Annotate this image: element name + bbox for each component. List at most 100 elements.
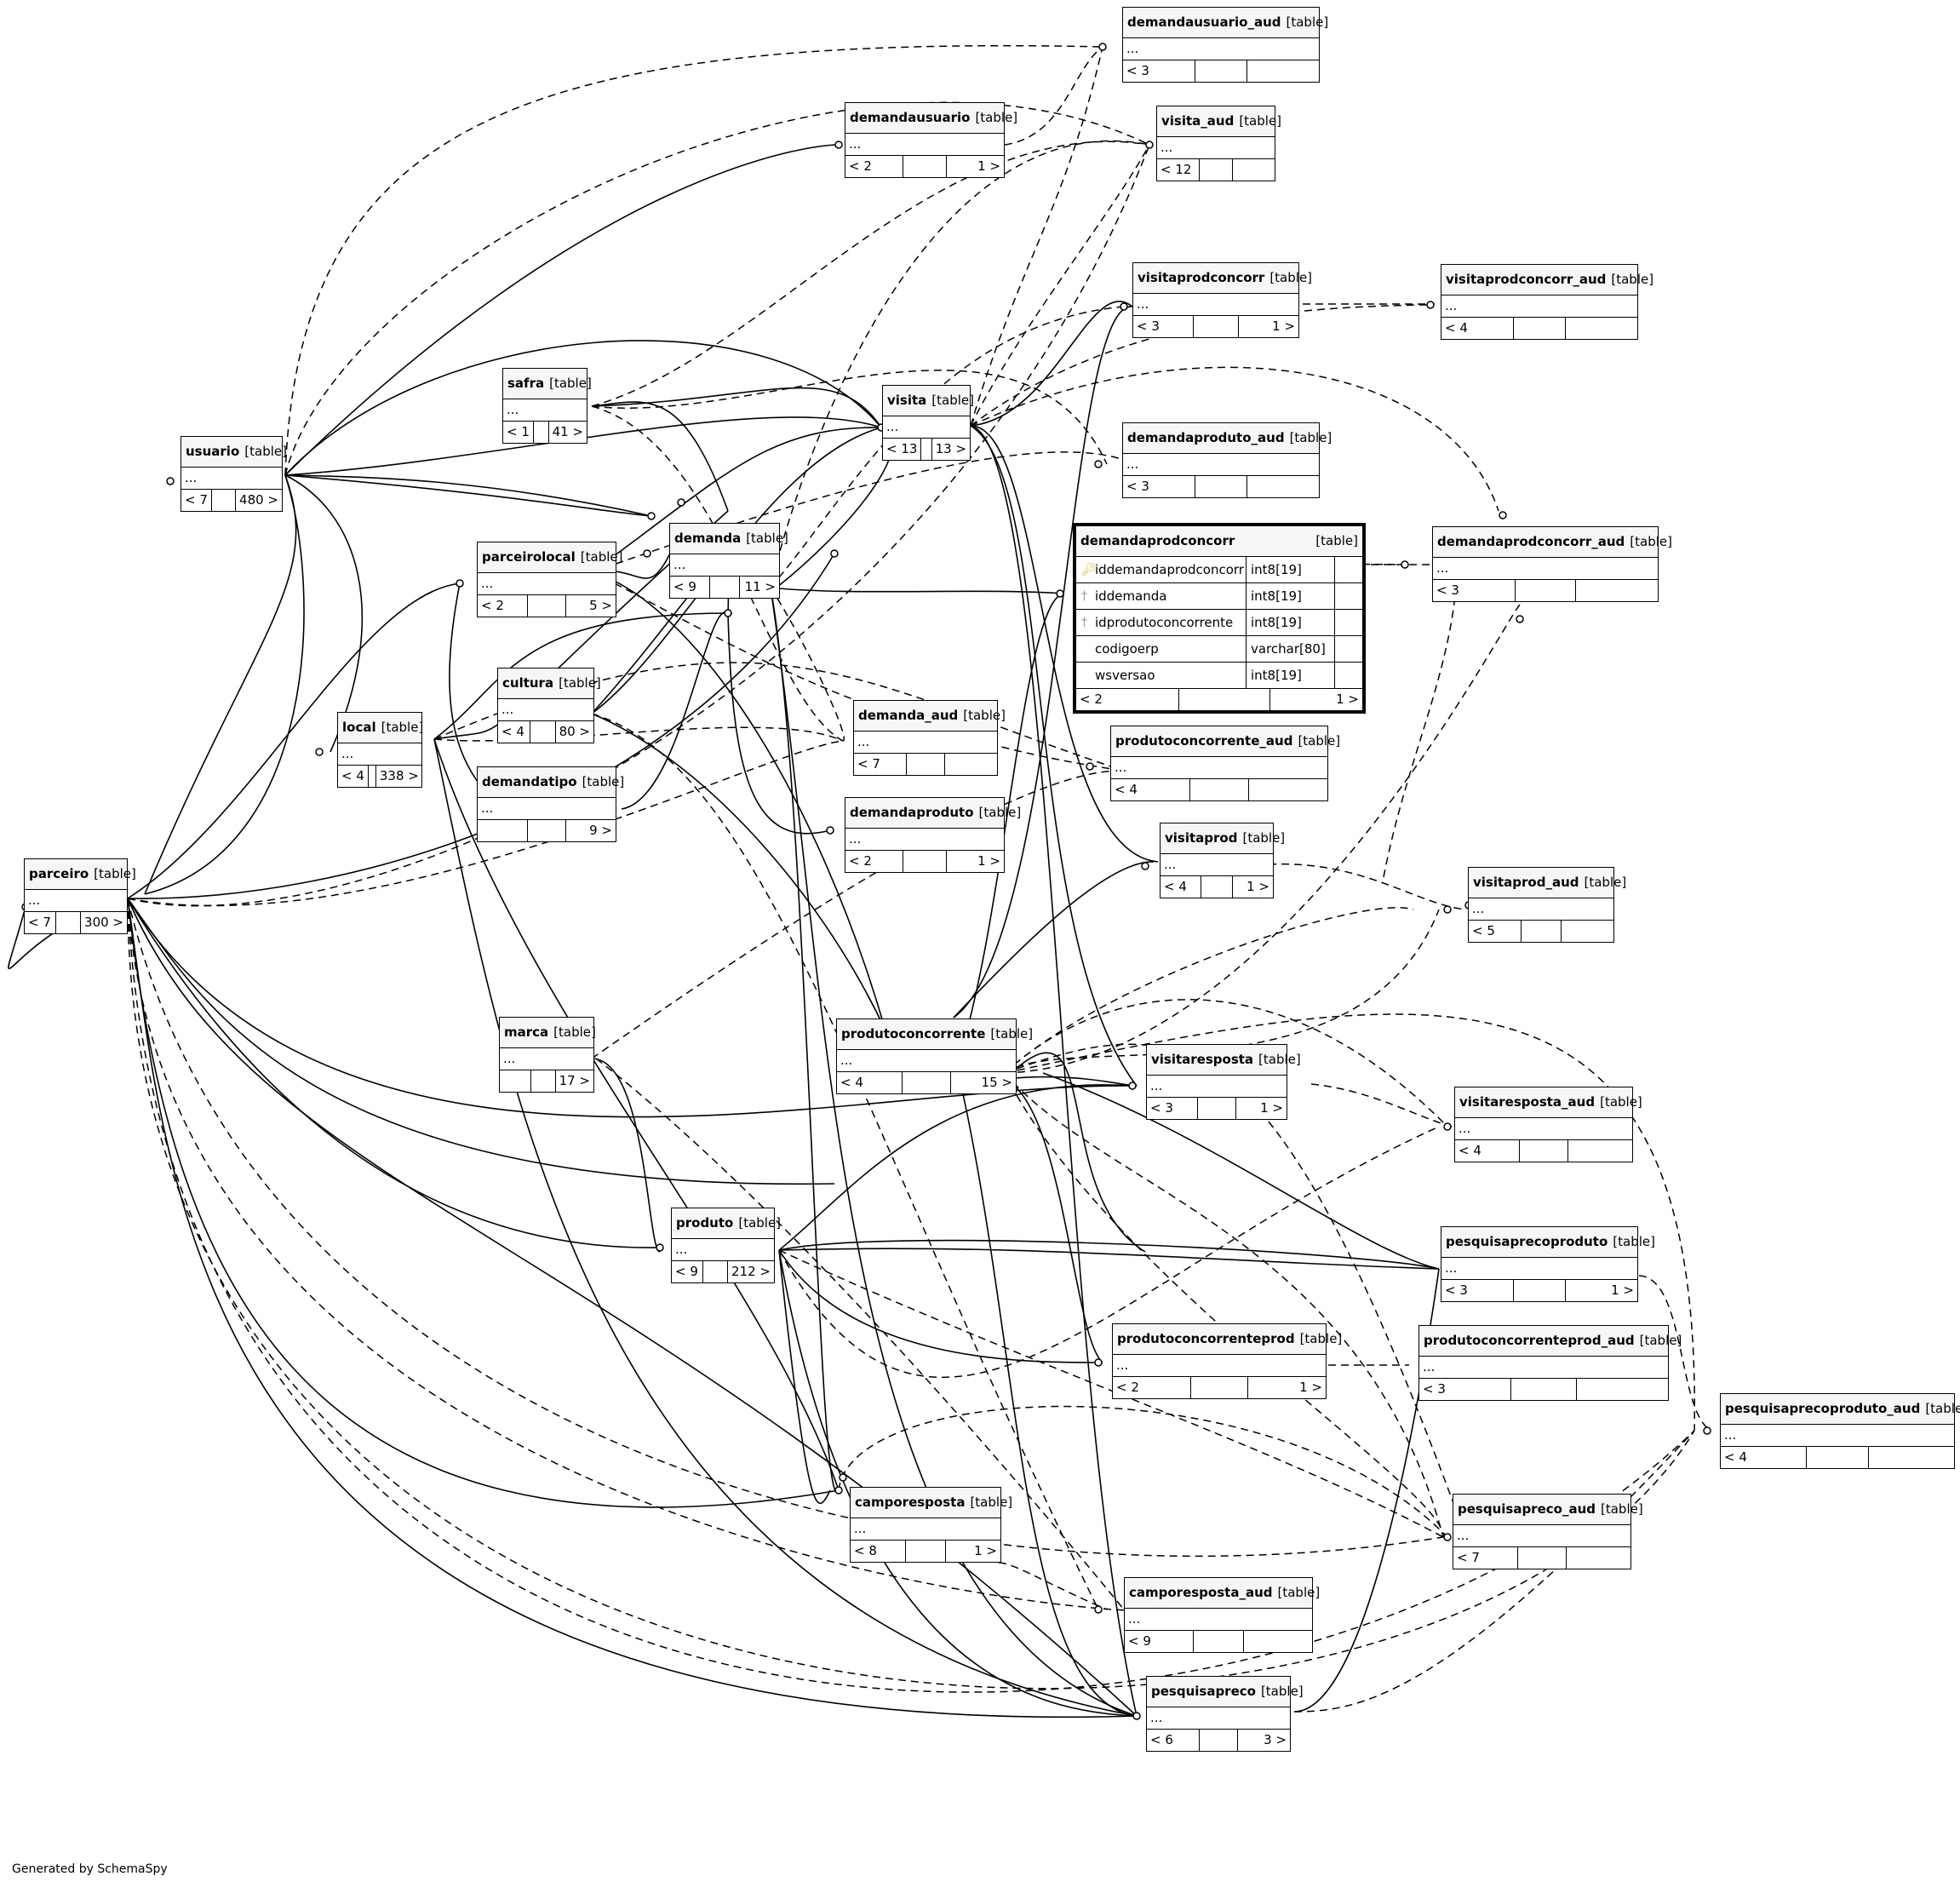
parent-count[interactable]: < 4 <box>1724 1449 1747 1465</box>
parent-count[interactable]: < 4 <box>840 1075 863 1090</box>
parent-count[interactable]: < 1 <box>507 424 530 439</box>
child-count[interactable] <box>1233 159 1275 181</box>
child-count[interactable] <box>1247 476 1319 497</box>
child-count[interactable]: 80 > <box>559 724 590 739</box>
child-count[interactable] <box>1567 1547 1630 1569</box>
parent-count[interactable]: < 7 <box>1457 1550 1480 1565</box>
table-pesquisapreco_aud[interactable]: pesquisapreco_aud[table] ... < 7 <box>1453 1494 1643 1569</box>
table-columns-collapsed[interactable]: ... <box>1455 1118 1632 1140</box>
child-count[interactable]: 9 > <box>589 823 613 838</box>
parent-count[interactable]: < 7 <box>185 492 208 508</box>
child-count[interactable] <box>1568 1140 1632 1162</box>
child-count[interactable]: 5 > <box>589 598 613 613</box>
parent-count[interactable]: < 9 <box>673 579 696 594</box>
table-columns-collapsed[interactable]: ... <box>1147 1707 1290 1730</box>
table-columns-collapsed[interactable]: ... <box>478 798 616 820</box>
child-count[interactable] <box>1249 779 1327 800</box>
table-columns-collapsed[interactable]: ... <box>1111 757 1327 779</box>
table-demandaproduto_aud[interactable]: demandaproduto_aud[table] ... < 3 <box>1122 422 1332 498</box>
table-columns-collapsed[interactable]: ... <box>1123 38 1319 60</box>
table-marca[interactable]: marca[table] ... 17 > <box>499 1017 596 1093</box>
parent-count[interactable]: < 4 <box>1445 320 1468 336</box>
parent-count[interactable]: < 3 <box>1445 1282 1468 1298</box>
parent-count[interactable]: < 13 <box>886 441 918 456</box>
parent-count[interactable]: < 4 <box>341 768 364 783</box>
child-count[interactable]: 1 > <box>1336 691 1359 707</box>
parent-count[interactable]: < 4 <box>501 724 524 739</box>
table-columns-collapsed[interactable]: ... <box>1161 854 1273 876</box>
parent-count[interactable]: < 9 <box>675 1264 698 1279</box>
table-pesquisaprecoproduto_aud[interactable]: pesquisaprecoproduto_aud[table] ... < 4 <box>1720 1393 1960 1469</box>
table-columns-collapsed[interactable]: ... <box>503 399 587 422</box>
parent-count[interactable] <box>500 1070 530 1092</box>
table-columns-collapsed[interactable]: ... <box>851 1518 1000 1541</box>
parent-count[interactable]: < 4 <box>1164 879 1187 894</box>
child-count[interactable] <box>1869 1447 1954 1468</box>
table-produtoconcorrenteprod_aud[interactable]: produtoconcorrenteprod_aud[table] ... < … <box>1418 1325 1682 1401</box>
parent-count[interactable]: < 2 <box>849 853 872 869</box>
table-visitaresposta_aud[interactable]: visitaresposta_aud[table] ... < 4 <box>1454 1087 1642 1162</box>
parent-count[interactable]: < 2 <box>849 158 872 174</box>
table-visitaprod_aud[interactable]: visitaprod_aud[table] ... < 5 <box>1468 867 1626 943</box>
parent-count[interactable]: < 3 <box>1137 318 1160 334</box>
parent-count[interactable]: < 2 <box>1080 691 1103 707</box>
child-count[interactable] <box>1576 580 1658 601</box>
table-columns-collapsed[interactable]: ... <box>1157 137 1275 159</box>
table-columns-collapsed[interactable]: ... <box>1721 1425 1954 1447</box>
table-columns-collapsed[interactable]: ... <box>25 890 127 912</box>
parent-count[interactable]: < 9 <box>1128 1633 1151 1649</box>
table-columns-collapsed[interactable]: ... <box>854 732 997 754</box>
parent-count[interactable]: < 6 <box>1150 1732 1173 1747</box>
parent-count[interactable]: < 8 <box>854 1543 877 1558</box>
table-demandatipo[interactable]: demandatipo[table] ... 9 > <box>477 766 624 842</box>
child-count[interactable]: 1 > <box>1299 1380 1323 1395</box>
parent-count[interactable]: < 3 <box>1126 63 1149 78</box>
table-columns-collapsed[interactable]: ... <box>338 743 421 766</box>
table-produtoconcorrente_aud[interactable]: produtoconcorrente_aud[table] ... < 4 <box>1110 726 1340 801</box>
child-count[interactable]: 338 > <box>379 768 419 783</box>
table-columns-collapsed[interactable]: ... <box>837 1050 1016 1072</box>
table-columns-collapsed[interactable]: ... <box>845 829 1004 851</box>
parent-count[interactable]: < 3 <box>1150 1100 1173 1116</box>
parent-count[interactable]: < 3 <box>1423 1381 1446 1397</box>
table-columns-collapsed[interactable]: ... <box>1453 1525 1630 1547</box>
parent-count[interactable]: < 5 <box>1472 923 1495 938</box>
parent-count[interactable]: < 3 <box>1126 479 1149 494</box>
child-count[interactable] <box>1247 60 1319 82</box>
table-demandausuario_aud[interactable]: demandausuario_aud[table] ... < 3 <box>1122 7 1328 83</box>
child-count[interactable]: 1 > <box>977 158 1001 174</box>
table-demandaprodconcorr_aud[interactable]: demandaprodconcorr_aud[table] ... < 3 <box>1432 526 1672 602</box>
parent-count[interactable]: < 12 <box>1161 162 1192 177</box>
table-columns-collapsed[interactable]: ... <box>1441 1258 1637 1280</box>
table-columns-collapsed[interactable]: ... <box>883 416 970 439</box>
child-count[interactable]: 1 > <box>1272 318 1295 334</box>
table-columns-collapsed[interactable]: ... <box>478 573 616 595</box>
table-columns-collapsed[interactable]: ... <box>1123 454 1319 476</box>
table-demanda_aud[interactable]: demanda_aud[table] ... < 7 <box>853 700 1006 776</box>
table-columns-collapsed[interactable]: ... <box>1147 1076 1287 1098</box>
child-count[interactable] <box>945 754 997 775</box>
table-columns-collapsed[interactable]: ... <box>1133 294 1298 316</box>
child-count[interactable]: 13 > <box>935 441 966 456</box>
table-demandaprodconcorr[interactable]: demandaprodconcorr[table] 🔑︎iddemandapro… <box>1073 523 1366 714</box>
child-count[interactable] <box>1566 318 1637 339</box>
table-columns-collapsed[interactable]: ... <box>1113 1355 1326 1377</box>
parent-count[interactable] <box>478 820 527 841</box>
